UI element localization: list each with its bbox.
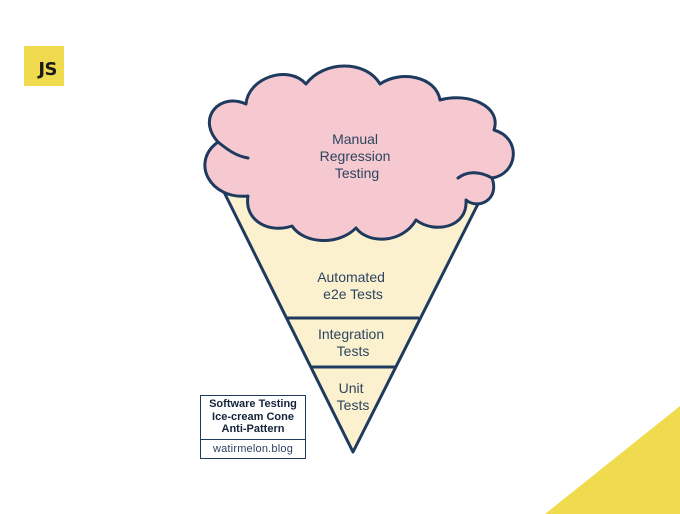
layer-unit-line-2: Tests [337,397,370,413]
layer-unit-line-1: Unit [339,380,364,396]
js-logo: JS [24,46,64,86]
layer-e2e-line-2: e2e Tests [323,286,383,302]
layer-manual-label: Manual Regression Testing [320,131,395,181]
layer-integration-line-1: Integration [318,326,384,342]
layer-e2e-line-1: Automated [317,269,385,285]
scoop-fold-left [216,140,250,160]
layer-e2e-label: Automated e2e Tests [317,269,389,302]
caption-title-line-3: Anti-Pattern [221,423,285,435]
layer-manual-line-2: Regression [320,148,391,164]
caption-site: watirmelon.blog [201,438,305,458]
caption-title-line-1: Software Testing [209,398,297,410]
caption-box: Software Testing Ice-cream Cone Anti-Pat… [200,395,306,459]
ice-cream-scoop [203,64,515,242]
layer-manual-line-1: Manual [332,131,378,147]
corner-triangle-decoration [545,406,680,514]
scoop-fold-right [456,171,494,180]
caption-title: Software Testing Ice-cream Cone Anti-Pat… [201,396,305,439]
caption-title-line-2: Ice-cream Cone [212,410,294,423]
layer-integration-line-2: Tests [337,343,370,359]
layer-integration-label: Integration Tests [318,326,388,359]
layer-unit-label: Unit Tests [337,380,370,413]
layer-manual-line-3: Testing [335,165,379,181]
